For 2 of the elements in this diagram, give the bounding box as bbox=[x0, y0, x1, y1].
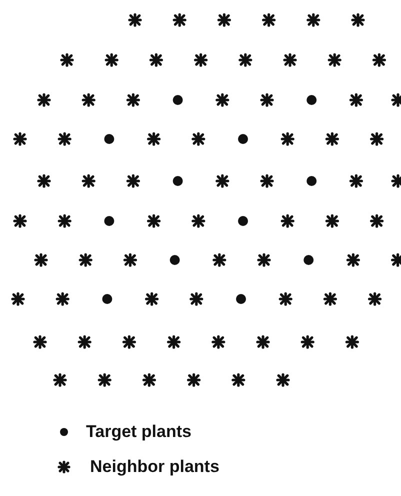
legend-label: Target plants bbox=[86, 422, 192, 442]
legend-label: Neighbor plants bbox=[90, 457, 220, 477]
